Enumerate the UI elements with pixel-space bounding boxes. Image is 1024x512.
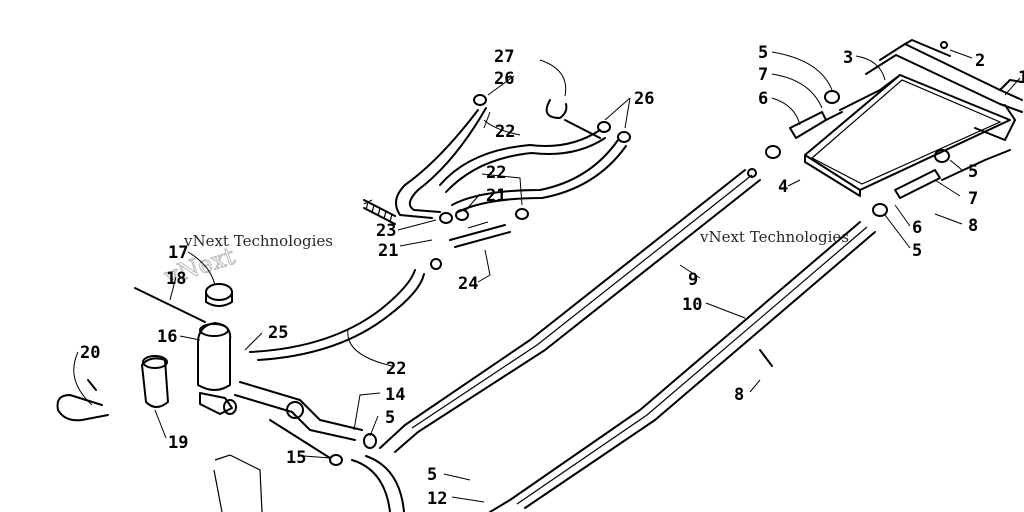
callout-9: 9 [688, 270, 698, 290]
callout-22-middle: 22 [486, 163, 506, 183]
callout-25: 25 [268, 323, 288, 343]
callout-6-rack-left: 6 [758, 89, 768, 109]
seat-pad [804, 74, 1011, 197]
callout-17: 17 [168, 243, 188, 263]
callout-2: 2 [975, 51, 985, 71]
callout-20: 20 [80, 343, 100, 363]
upper-hose-network [395, 94, 631, 248]
callout-3: 3 [843, 48, 853, 68]
callout-10: 10 [682, 295, 702, 315]
coolant-bottle [197, 322, 237, 415]
callout-15: 15 [286, 448, 306, 468]
callout-21-upper: 21 [486, 186, 506, 206]
callout-19: 19 [168, 433, 188, 453]
callout-24: 24 [458, 274, 478, 294]
callout-26-left: 26 [494, 69, 514, 89]
rack-hose-right [872, 149, 950, 217]
callout-8-rack: 8 [968, 216, 978, 236]
leader-lines [73, 49, 1021, 503]
corrugated-fitting [363, 199, 396, 225]
radiator-corner [213, 454, 263, 512]
callout-14: 14 [385, 385, 405, 405]
callout-26-right: 26 [634, 89, 654, 109]
callout-23: 23 [376, 221, 396, 241]
watermark-right: vNext Technologies [699, 228, 849, 246]
callout-1: 1 [1018, 68, 1024, 88]
overflow-tube [134, 287, 206, 323]
callout-22-upper: 22 [495, 122, 515, 142]
watermark-text-right: vNext Technologies [699, 228, 849, 246]
callout-7-rack-right: 7 [968, 189, 978, 209]
callout-7-rack-left: 7 [758, 65, 768, 85]
main-coolant-hose [249, 258, 442, 361]
heat-exchanger-upper [379, 168, 761, 453]
lower-hose [269, 419, 405, 512]
heat-exchanger-lower [489, 221, 876, 512]
return-hose [234, 381, 377, 449]
callout-16: 16 [157, 327, 177, 347]
watermark-text-left: vNext Technologies [183, 232, 333, 250]
callout-8-lower: 8 [734, 385, 744, 405]
callout-5-bottom: 5 [427, 465, 437, 485]
callout-labels: 2 1 3 5 7 6 4 5 7 8 6 5 9 10 8 5 12 14 5… [80, 43, 1024, 509]
clamp-strap [56, 379, 109, 422]
callout-22-lower: 22 [386, 359, 406, 379]
callout-5-rack-right: 5 [968, 162, 978, 182]
bottle-cap [205, 283, 233, 307]
callout-12: 12 [427, 489, 447, 509]
callout-27: 27 [494, 47, 514, 67]
callout-5-rack-top: 5 [758, 43, 768, 63]
rack-hose-left [765, 90, 840, 159]
callout-5-rack-bottom: 5 [912, 241, 922, 261]
callout-4: 4 [778, 177, 788, 197]
callout-21-lower: 21 [378, 241, 398, 261]
callout-5-hose: 5 [385, 408, 395, 428]
callout-18: 18 [166, 269, 186, 289]
coolant-filter [141, 355, 169, 408]
rear-rack-assembly [825, 39, 1023, 181]
callout-6-rack-right: 6 [912, 218, 922, 238]
